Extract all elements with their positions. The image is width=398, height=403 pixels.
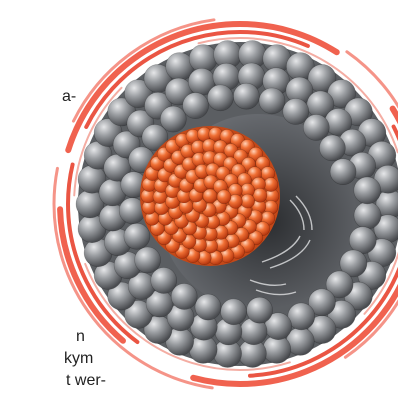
- shell-sphere: [124, 223, 150, 249]
- shell-sphere: [354, 202, 381, 229]
- shell-sphere: [283, 99, 309, 125]
- shell-sphere: [259, 88, 285, 114]
- shell-sphere: [207, 85, 233, 111]
- core-sphere: [264, 178, 278, 192]
- shell-sphere: [151, 268, 177, 294]
- shell-sphere: [135, 247, 161, 273]
- core-sphere: [203, 189, 217, 203]
- shell-sphere: [183, 93, 209, 119]
- core-spheres: [141, 127, 279, 264]
- shell-sphere: [233, 83, 259, 109]
- shell-sphere: [160, 106, 186, 132]
- shell-sphere: [354, 177, 381, 204]
- core-sphere: [241, 194, 255, 208]
- shell-sphere: [303, 115, 329, 141]
- core-sphere: [217, 190, 231, 204]
- shell-sphere: [221, 299, 247, 325]
- shell-sphere: [319, 135, 345, 161]
- shell-sphere: [247, 297, 273, 323]
- shell-sphere: [195, 294, 221, 320]
- shell-sphere: [330, 159, 356, 185]
- core-sphere: [253, 188, 267, 202]
- shell-sphere: [171, 284, 197, 310]
